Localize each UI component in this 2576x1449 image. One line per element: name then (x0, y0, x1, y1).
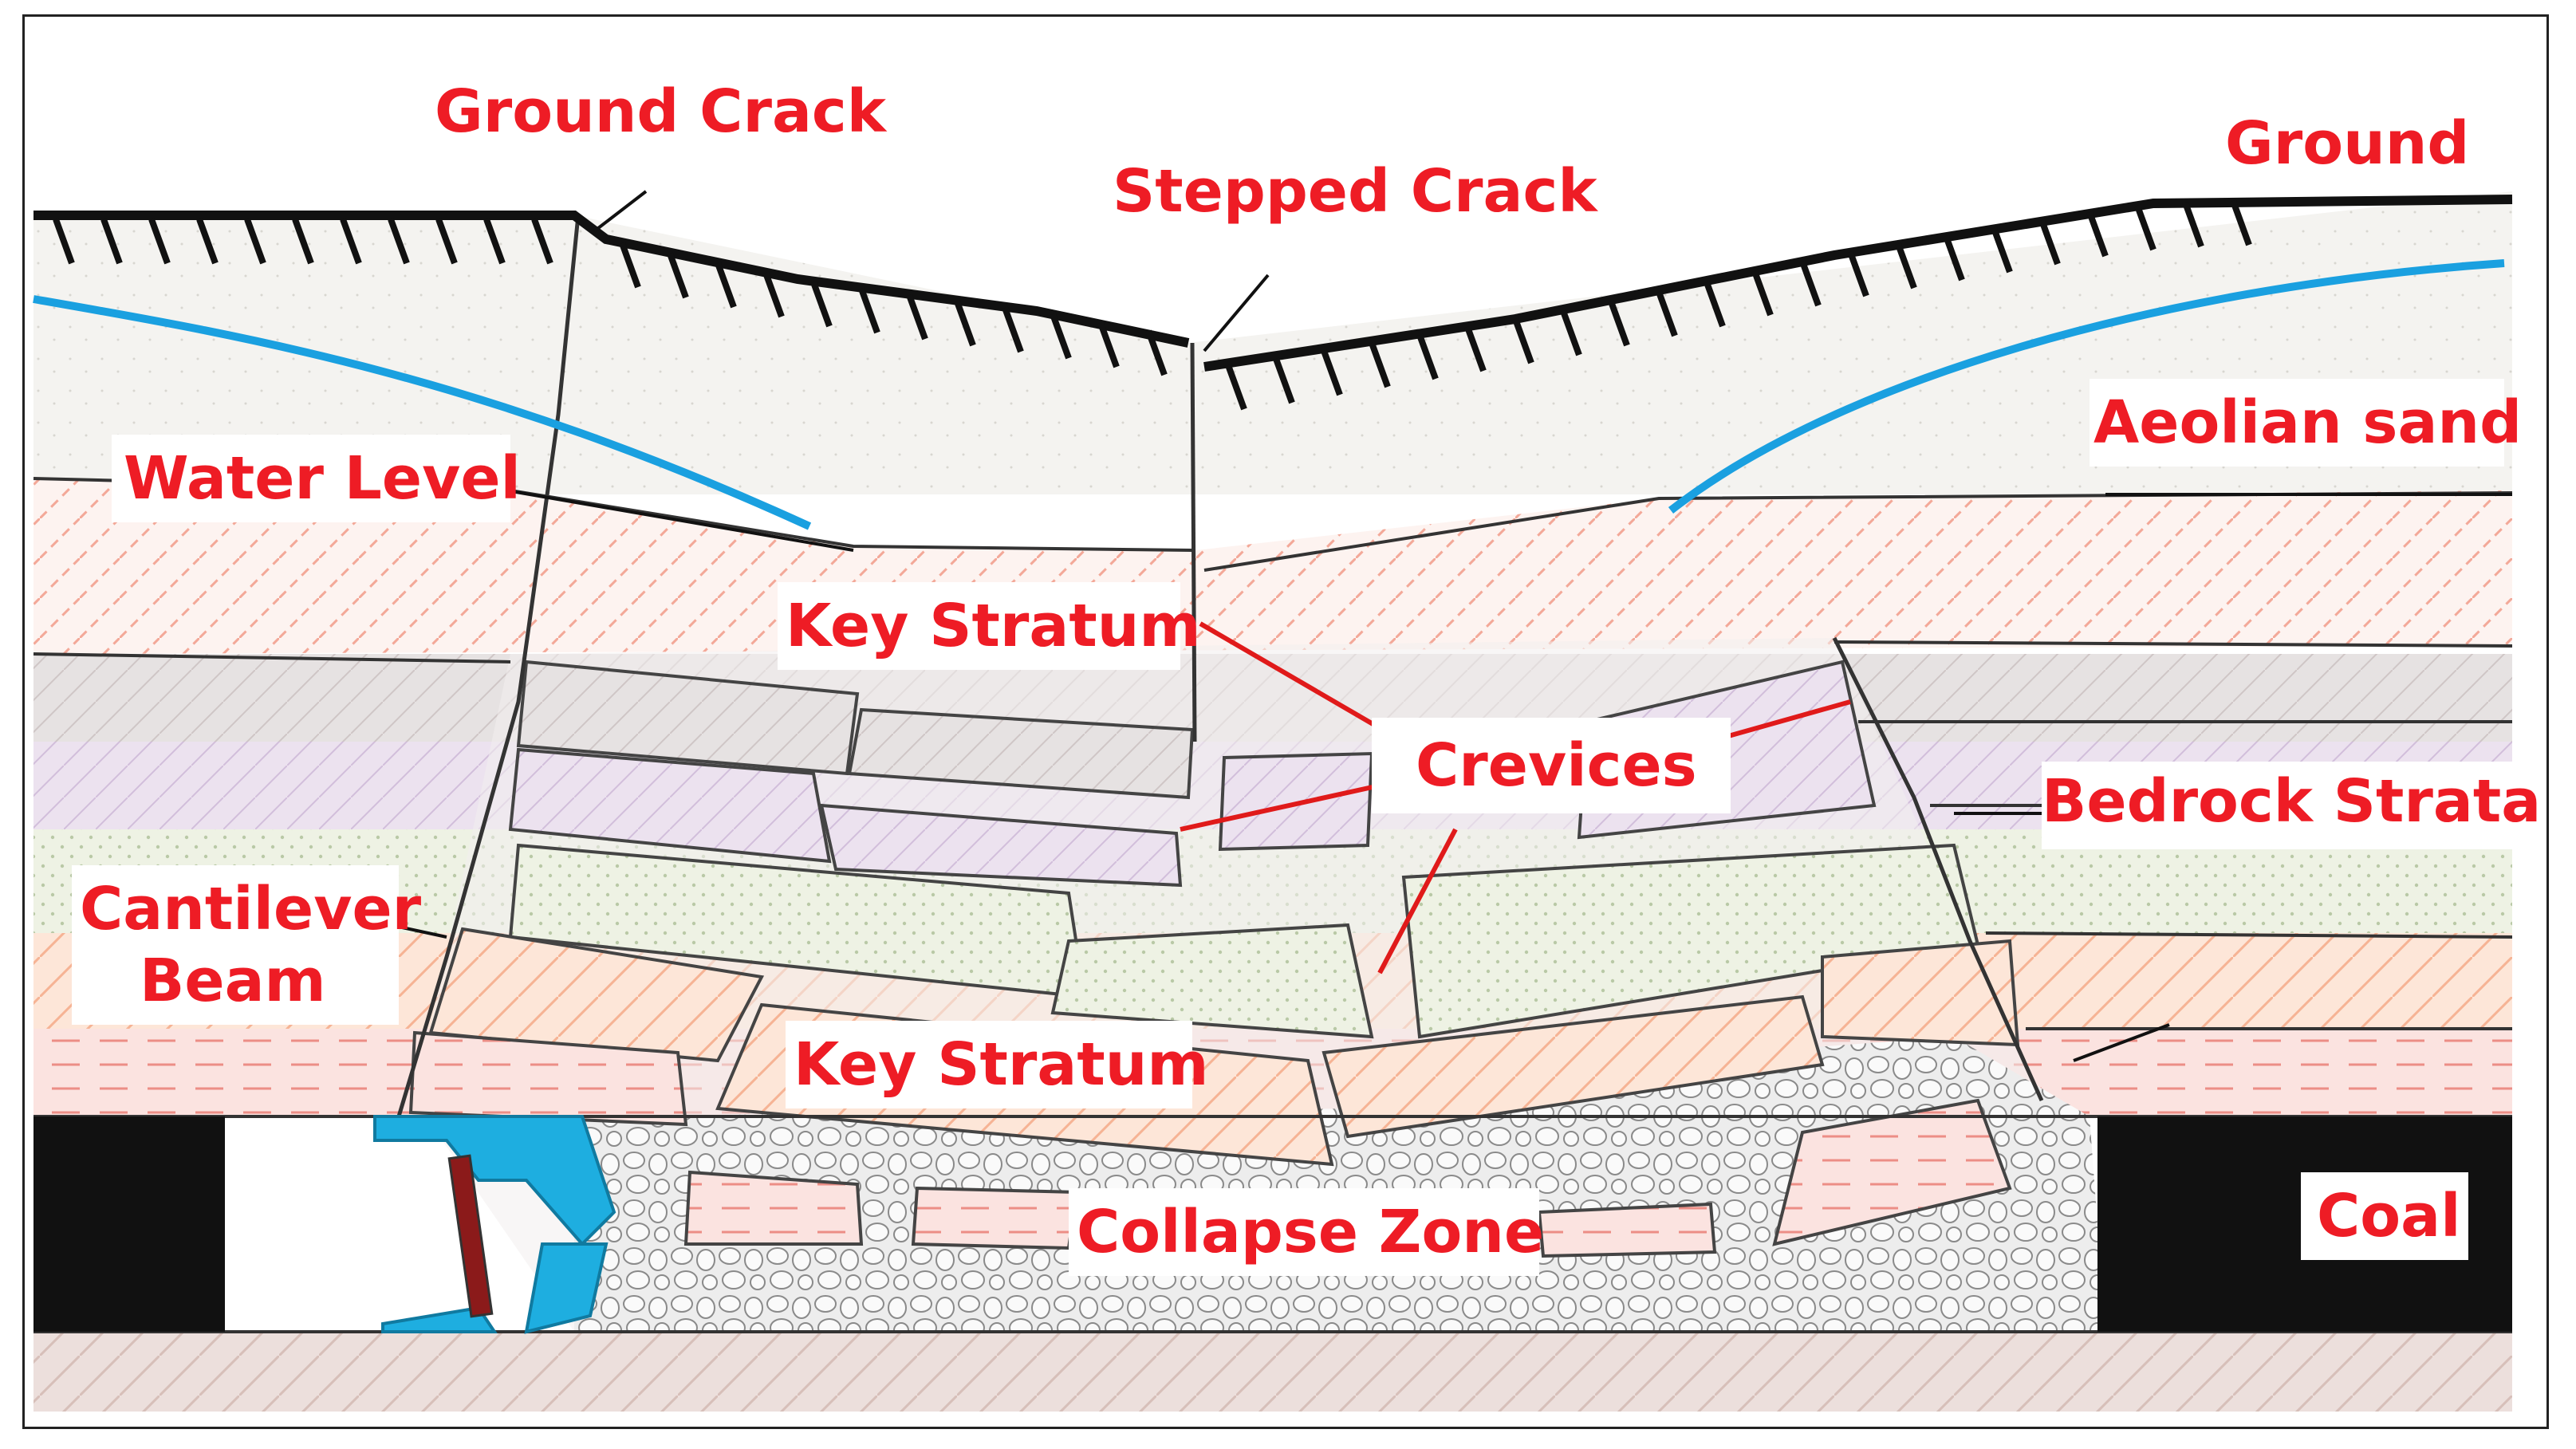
stratum-boundary (33, 652, 511, 663)
ground-crack-label: Ground Crack (435, 77, 888, 146)
rock-block (1218, 751, 1374, 852)
stratum-boundary (1834, 640, 2513, 648)
rock-block (1321, 994, 1825, 1139)
rock-block (683, 1170, 864, 1246)
floor-stratum (33, 1332, 2512, 1412)
rock-block (1821, 939, 2020, 1047)
rock-block (408, 1030, 688, 1127)
vertical-crack-right (1832, 636, 2044, 1102)
cantilever-beam-label-line2: Beam (140, 947, 326, 1015)
ground-surface-line (33, 195, 2513, 372)
cantilever-beam-pointer (390, 923, 447, 939)
stepped-crack-pointer (1203, 274, 1270, 352)
cantilever-beam-label-line1: Cantilever (80, 875, 422, 943)
water-level-line-left (33, 295, 812, 530)
rock-block (819, 803, 1183, 888)
crevice-leader (1180, 783, 1381, 832)
crevices-label: Crevices (1416, 731, 1697, 800)
coal-pointer-line (2073, 1023, 2170, 1062)
stepped-crack-label: Stepped Crack (1113, 157, 1598, 226)
crevice-leader (1199, 621, 1377, 728)
ground-label: Ground (2225, 109, 2469, 178)
key-stratum-lower-label: Key Stratum (794, 1030, 1209, 1099)
bedrock-strata-label: Bedrock Strata (2042, 767, 2541, 836)
rock-block (1050, 923, 1374, 1039)
water-level-pointer (506, 489, 854, 552)
water-level-line-right (1668, 259, 2505, 514)
crevice-leader (1377, 828, 1458, 975)
coal-label: Coal (2317, 1182, 2460, 1250)
collapse-rubble (574, 1037, 2105, 1332)
rock-block (1537, 1202, 1717, 1258)
upper-loess-stratum (33, 478, 2512, 654)
key-stratum-upper-label: Key Stratum (786, 592, 1201, 660)
vertical-crack-stepped (1190, 342, 1197, 742)
vertical-crack-left (396, 215, 581, 1117)
rock-block (428, 927, 765, 1063)
collapse-zone-label: Collapse Zone (1077, 1198, 1544, 1266)
coal-pillar-left (33, 1116, 225, 1332)
aeolian-sand-layer (33, 191, 2512, 494)
stratum-boundary (1985, 931, 2513, 939)
hydraulic-support-icon (373, 1115, 616, 1334)
rock-block (516, 660, 860, 776)
water-level-label: Water Level (124, 444, 521, 513)
rock-block (911, 1186, 1079, 1250)
aeolian-sand-label: Aeolian sand (2093, 388, 2522, 457)
rock-block (508, 747, 832, 864)
rock-block (847, 707, 1195, 800)
rock-block (1772, 1098, 2012, 1246)
ground-hatching (53, 199, 2252, 411)
crevice-leader (1722, 699, 1851, 740)
ground-crack-pointer (593, 190, 648, 233)
